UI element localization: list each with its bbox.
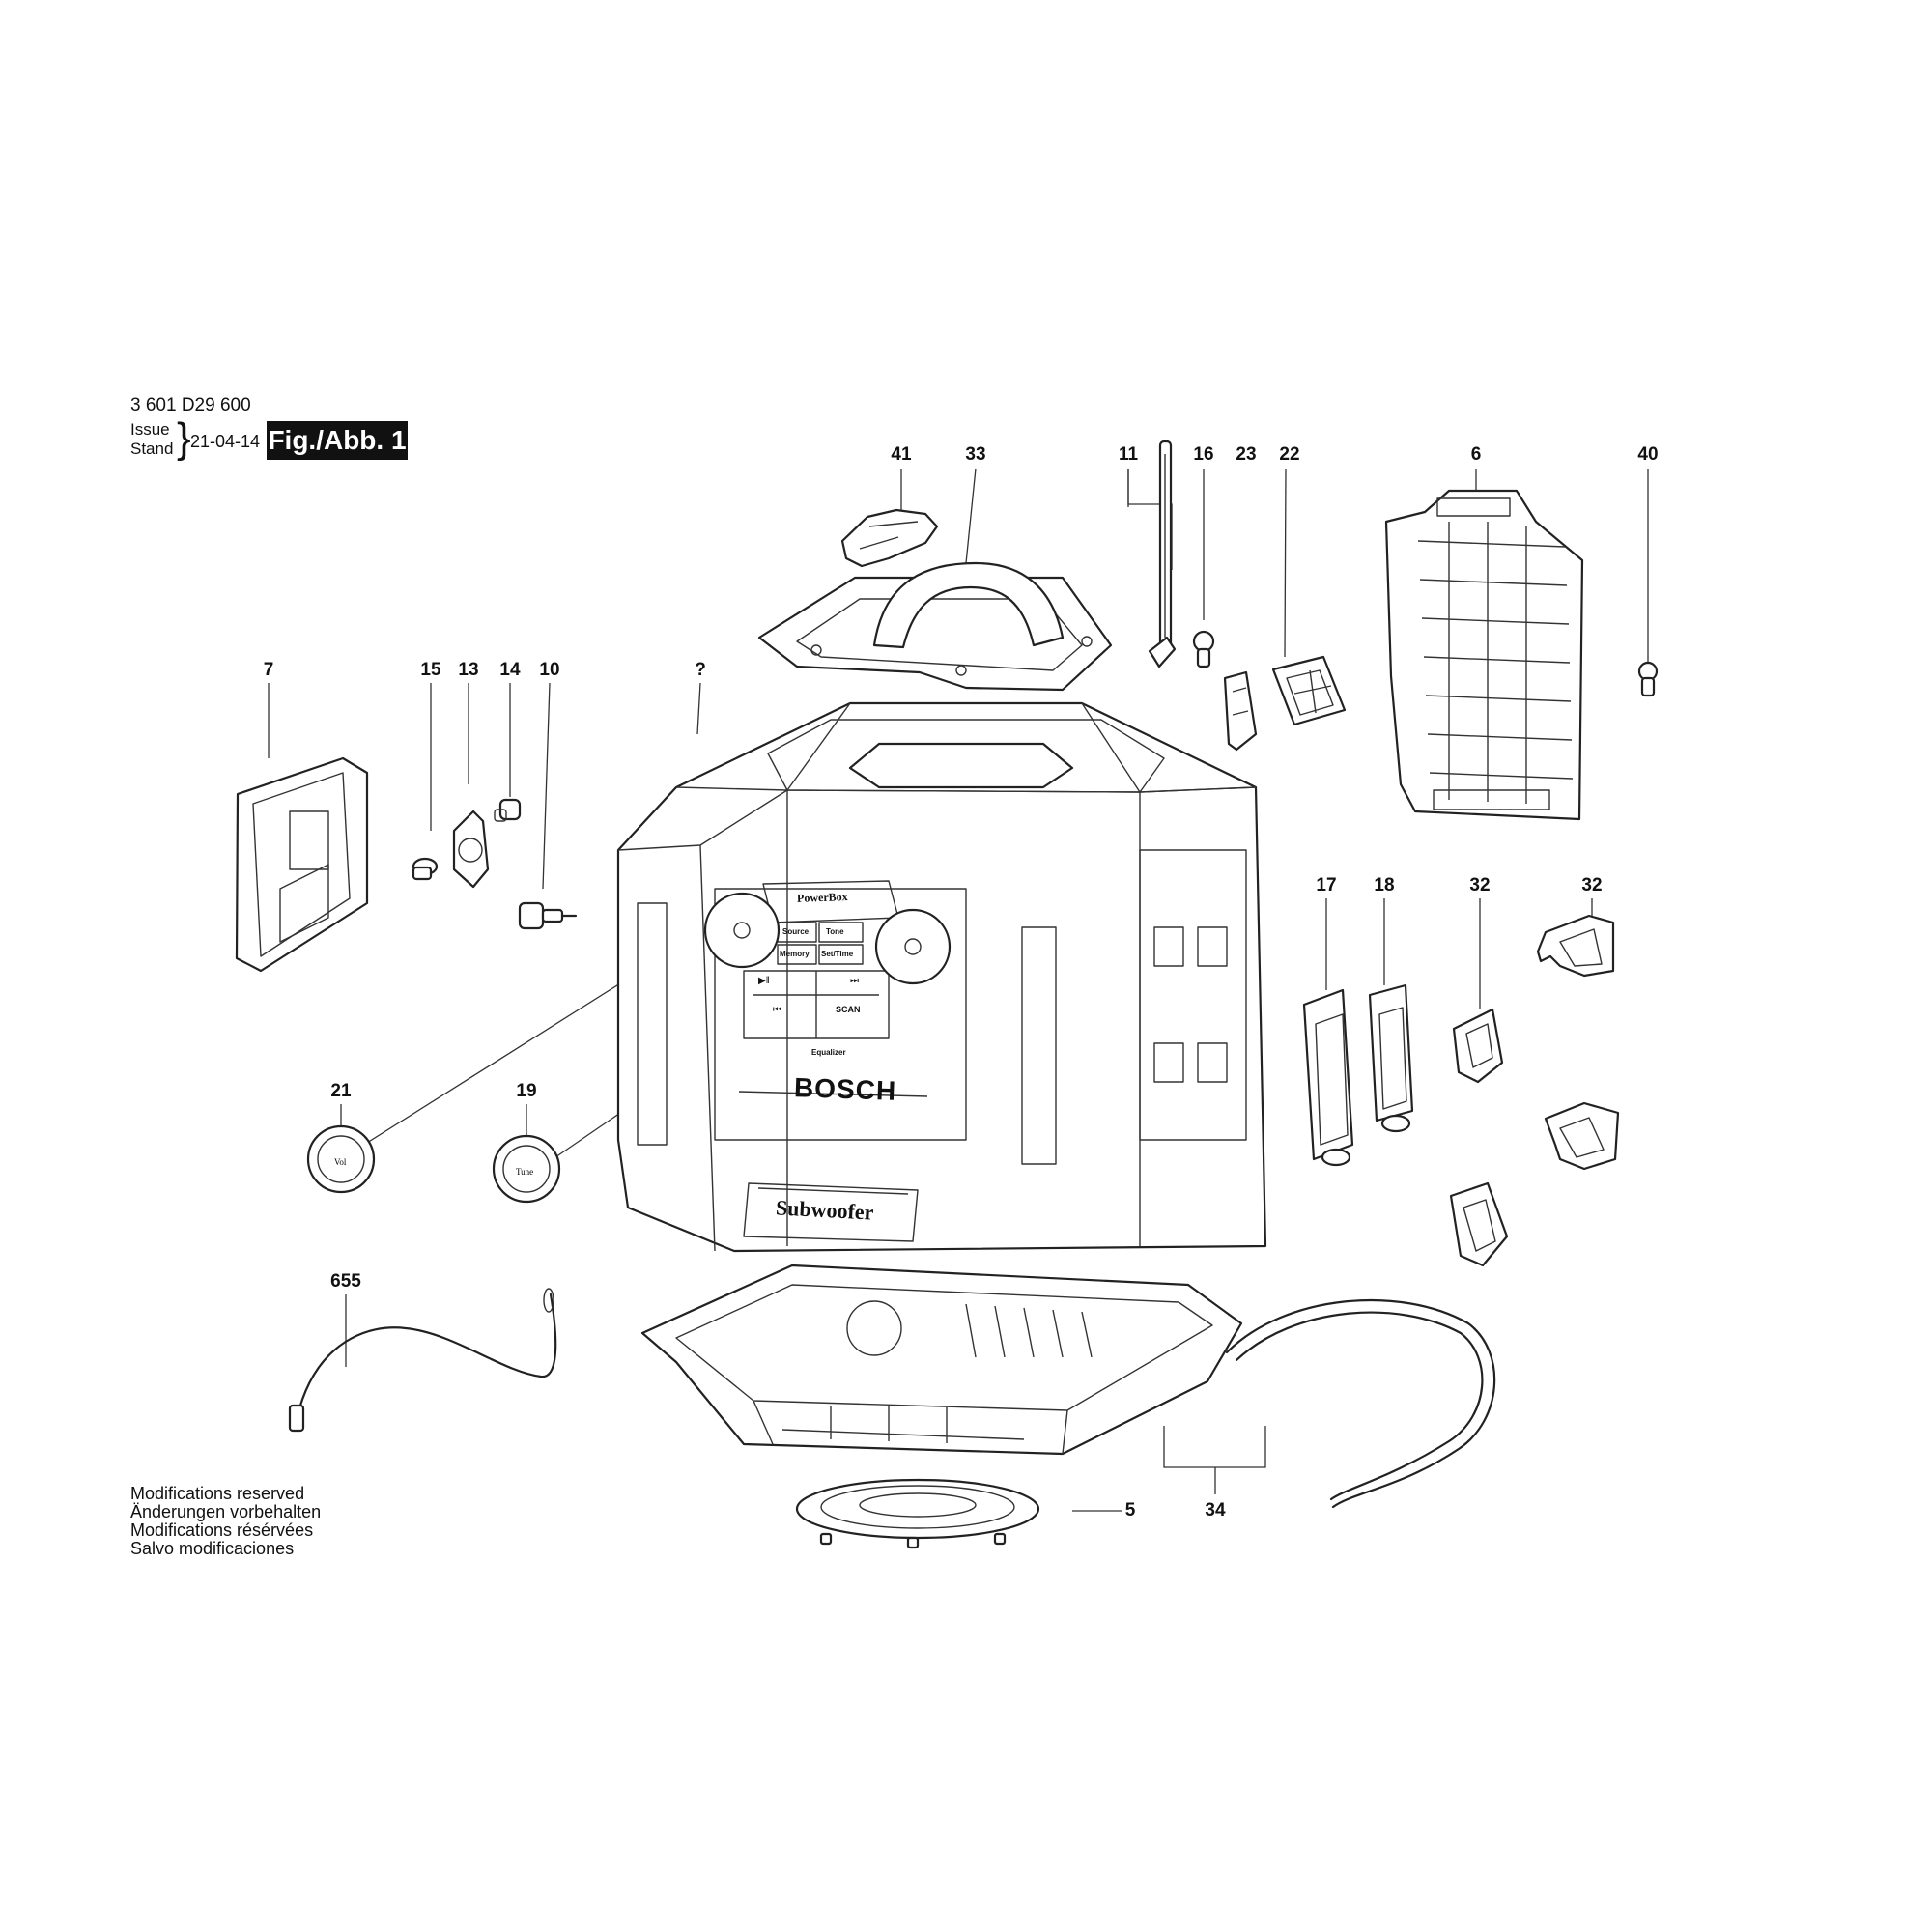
brand-logo: BOSCH (793, 1072, 897, 1106)
part-18-side-door (1368, 983, 1414, 1133)
part-40-screw (1637, 661, 1659, 697)
callout-13: 13 (458, 660, 479, 680)
panel-button-set-time: Set/Time (821, 950, 854, 958)
part-main-housing (616, 701, 1267, 1253)
part-23-bracket (1223, 670, 1258, 752)
issue-date: 21-04-14 (190, 432, 261, 451)
callout-34: 34 (1205, 1500, 1226, 1520)
part-5-speaker (795, 1478, 1040, 1549)
callout-10: 10 (539, 660, 560, 680)
knob-tune-label: Tune (516, 1167, 533, 1177)
part-21-volume-knob: Vol (306, 1124, 376, 1194)
notice-de: Änderungen vorbehalten (130, 1502, 322, 1521)
callout-5: 5 (1124, 1500, 1136, 1520)
callout-15: 15 (420, 660, 441, 680)
modifications-notice: Modifications reserved Änderungen vorbeh… (130, 1485, 321, 1558)
callout-33: 33 (965, 444, 986, 465)
subwoofer-label: Subwoofer (775, 1195, 875, 1225)
callout-23: 23 (1236, 444, 1257, 465)
panel-prev: ⏮ (773, 1005, 781, 1015)
callout-32-b: 32 (1581, 875, 1603, 895)
part-14-knob-cap (494, 798, 522, 822)
part-655-cable (288, 1288, 557, 1433)
callout-6: 6 (1470, 444, 1482, 465)
part-32-corner-bumper-lower (1544, 1101, 1620, 1171)
callout-7: 7 (263, 660, 274, 680)
callout-655: 655 (330, 1271, 361, 1292)
figure-label: Fig./Abb. 1 (267, 421, 408, 460)
part-10-jack (518, 901, 578, 930)
callout-32-a: 32 (1469, 875, 1491, 895)
panel-button-source: Source (782, 927, 810, 936)
part-6-back-cover (1384, 489, 1584, 821)
part-19-tune-knob: Tune (492, 1134, 561, 1204)
part-22-small-cover (1271, 655, 1347, 726)
knob-vol-label: Vol (334, 1157, 347, 1167)
panel-next: ⏭ (850, 976, 859, 986)
notice-es: Salvo modificaciones (130, 1539, 295, 1558)
callout-14: 14 (499, 660, 521, 680)
part-32-bracket (1452, 1008, 1504, 1084)
part-34-power-cord (1225, 1298, 1496, 1509)
panel-button-memory: Memory (780, 950, 810, 958)
notice-fr: Modifications résérvées (130, 1520, 314, 1540)
callout-18: 18 (1374, 875, 1395, 895)
panel-play-pause: ▶‖ (758, 976, 770, 986)
part-11-antenna (1148, 440, 1177, 668)
callout-41: 41 (891, 444, 912, 465)
part-number: 3 601 D29 600 (130, 395, 251, 415)
part-15-screw (412, 857, 439, 881)
callout-question: ? (695, 660, 706, 680)
part-base-housing (640, 1264, 1243, 1456)
notice-en: Modifications reserved (130, 1484, 305, 1503)
part-17-side-door (1302, 988, 1354, 1167)
issue-label: Issue (130, 420, 170, 439)
part-13-switch (452, 810, 490, 889)
part-33-top-frame (757, 561, 1113, 692)
part-32-bracket-lower (1449, 1181, 1509, 1267)
part-16-screw (1192, 630, 1215, 668)
brace-glyph: } (177, 414, 191, 462)
callout-16: 16 (1193, 444, 1214, 465)
part-7-battery-cover (235, 756, 369, 973)
panel-equalizer: Equalizer (811, 1048, 846, 1057)
callout-40: 40 (1637, 444, 1659, 465)
panel-button-tone: Tone (826, 927, 844, 936)
stand-label: Stand (130, 440, 174, 458)
callout-19: 19 (516, 1081, 537, 1101)
callout-17: 17 (1316, 875, 1337, 895)
callout-22: 22 (1279, 444, 1300, 465)
part-32-corner-bumper (1536, 914, 1615, 978)
callout-11: 11 (1118, 444, 1139, 465)
part-41-handle-clip (840, 508, 939, 568)
callout-21: 21 (330, 1081, 352, 1101)
panel-title: PowerBox (796, 890, 848, 905)
panel-scan: SCAN (836, 1005, 861, 1014)
